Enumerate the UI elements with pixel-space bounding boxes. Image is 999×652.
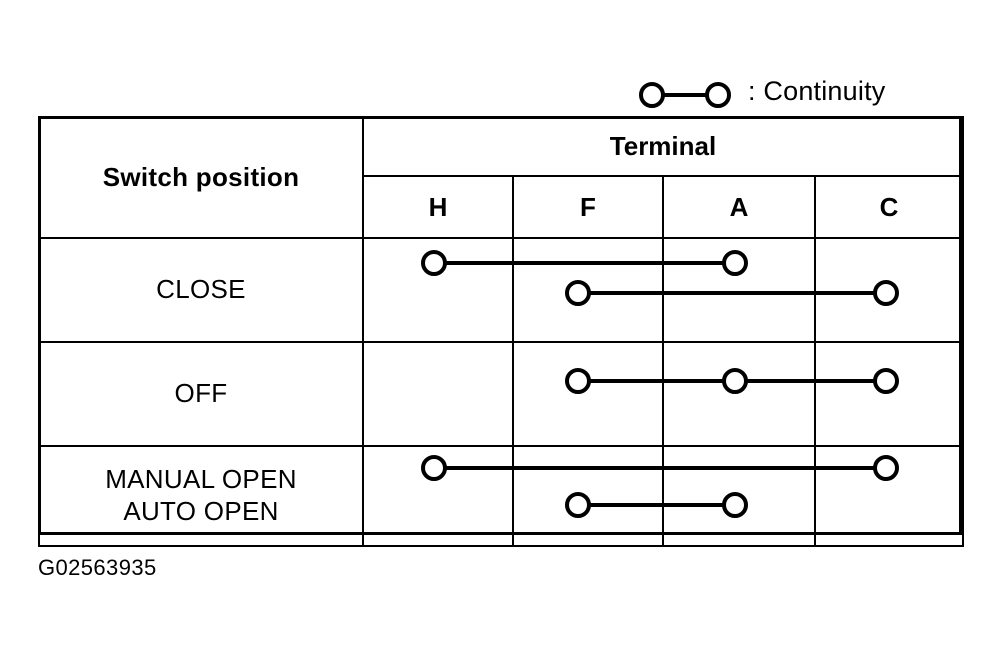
cell-off-f [512,341,664,447]
row-label-close: CLOSE [38,237,364,343]
cell-off-a [662,341,816,447]
table-row: OFF [38,341,964,447]
cell-close-c [814,237,964,343]
cell-open-f [512,445,664,547]
header-terminal-h: H [362,175,514,239]
row-label-manual-auto-open: MANUAL OPEN AUTO OPEN [38,445,364,547]
header-switch-position: Switch position [38,116,364,239]
row-label-line: MANUAL OPEN [105,464,297,495]
cell-open-c [814,445,964,547]
cell-close-f [512,237,664,343]
row-label-line: AUTO OPEN [123,496,279,526]
table-header-row-terminals: H F A C [39,175,964,239]
header-terminal-c: C [814,175,964,239]
figure-caption: G02563935 [38,555,157,580]
switch-continuity-table-wrapper: Switch position Terminal H F A C CLOSE [38,116,964,547]
header-terminal: Terminal [362,116,964,177]
cell-open-h [362,445,514,547]
header-terminal-f: F [512,175,664,239]
cell-close-h [362,237,514,343]
continuity-legend-label: : Continuity [748,75,886,106]
row-label-line: CLOSE [156,274,246,305]
cell-close-a [662,237,816,343]
cell-off-h [362,341,514,447]
header-terminal-a: A [662,175,816,239]
table-row: CLOSE [38,237,964,343]
cell-open-a [662,445,816,547]
continuity-symbol-icon [639,82,731,108]
continuity-legend: : Continuity [630,68,885,114]
switch-continuity-table: Switch position Terminal H F A C CLOSE [38,116,964,547]
cell-off-c [814,341,964,447]
table-header-row-group: Switch position Terminal [38,116,964,239]
table-row: MANUAL OPEN AUTO OPEN [38,445,964,547]
row-label-off: OFF [38,341,364,447]
row-label-line: OFF [174,378,228,409]
